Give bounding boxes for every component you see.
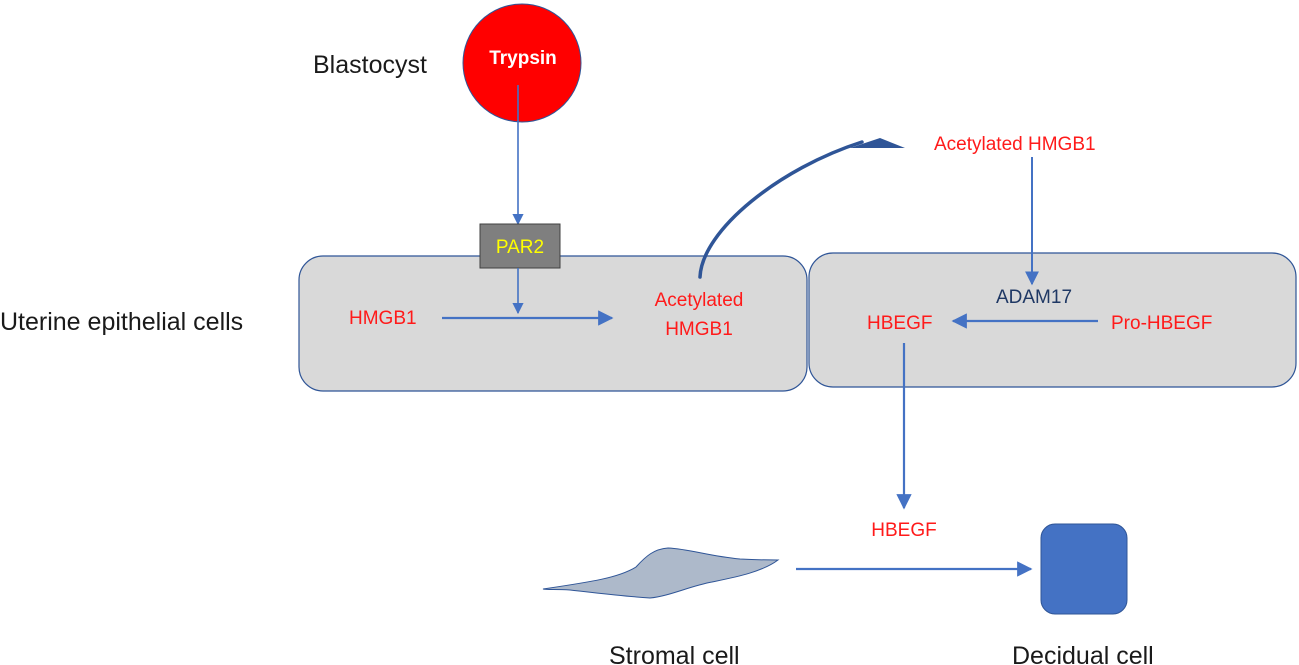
hmgb1-label: HMGB1 bbox=[349, 308, 417, 329]
acetylated-hmgb1-intracellular-line2: HMGB1 bbox=[665, 319, 733, 340]
pro-hbegf-label: Pro-HBEGF bbox=[1111, 313, 1212, 334]
hbegf-cell-label: HBEGF bbox=[867, 313, 932, 334]
decidual-cell-label: Decidual cell bbox=[1012, 642, 1154, 665]
secretion-arrowhead bbox=[850, 138, 905, 148]
hbegf-secreted-label: HBEGF bbox=[871, 520, 936, 541]
stromal-cell-label: Stromal cell bbox=[609, 642, 740, 665]
trypsin-label: Trypsin bbox=[489, 48, 557, 69]
uterine-epithelial-cells-label: Uterine epithelial cells bbox=[0, 308, 243, 336]
trypsin-circle bbox=[462, 3, 582, 123]
acetylated-hmgb1-extracellular: Acetylated HMGB1 bbox=[934, 134, 1096, 155]
par2-receptor bbox=[479, 223, 561, 269]
par2-label: PAR2 bbox=[496, 237, 544, 258]
adam17-label: ADAM17 bbox=[996, 287, 1072, 308]
stromal-cell-shape bbox=[542, 547, 780, 599]
acetylated-hmgb1-intracellular-line1: Acetylated bbox=[655, 290, 744, 311]
blastocyst-label: Blastocyst bbox=[313, 51, 427, 79]
arrow-secretion-curve bbox=[698, 140, 864, 279]
decidual-cell-shape bbox=[1040, 523, 1128, 615]
